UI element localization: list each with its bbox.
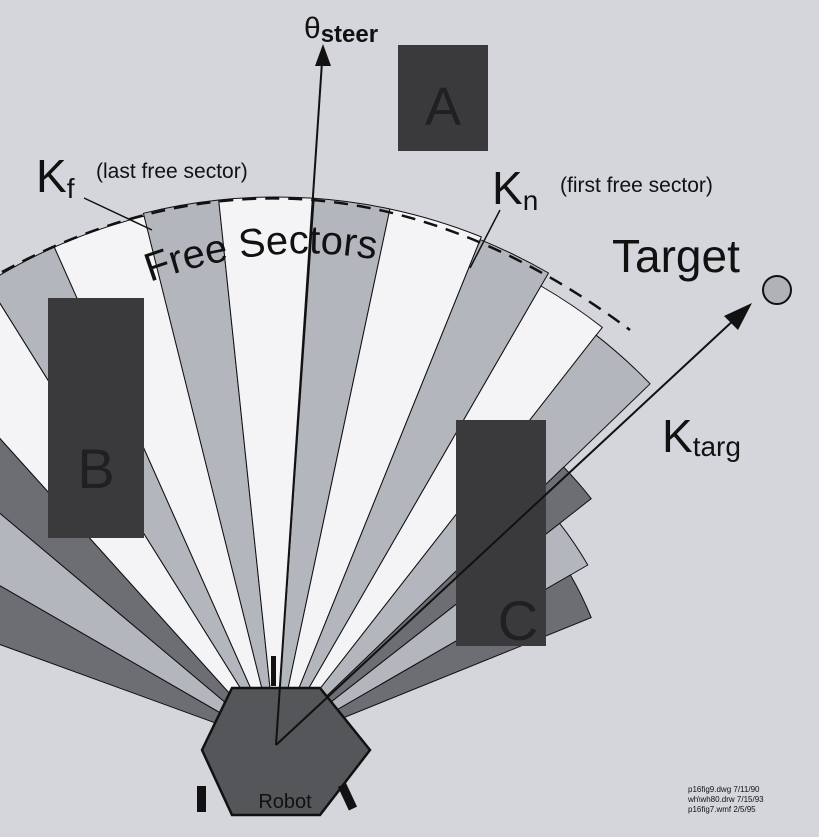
sector-boundary-arc: [1, 197, 631, 332]
steer-arrow-line: [275, 61, 323, 746]
obstacle-b: [48, 298, 144, 538]
file-note-3: p16fig7.wmf 2/5/95: [688, 805, 756, 814]
kf-description: (last free sector): [96, 160, 248, 183]
robot-label: Robot: [258, 791, 312, 813]
theta-steer-label: θsteer: [304, 12, 378, 48]
robot-sensor: [271, 656, 276, 686]
file-note-2: wh\wh80.drw 7/15/93: [687, 795, 764, 804]
obstacle-c-label: C: [498, 589, 538, 652]
obstacle-b-label: B: [77, 437, 114, 500]
kn-label: Kn: [492, 162, 538, 216]
obstacle-a-label: A: [425, 77, 461, 137]
target-arrow-line: [275, 317, 737, 746]
kn-description: (first free sector): [560, 174, 713, 197]
file-note-1: p16fig9.dwg 7/11/90: [688, 785, 760, 794]
ktarg-label: Ktarg: [662, 410, 741, 462]
steer-arrow-head: [315, 44, 331, 66]
sector-11: [275, 239, 550, 746]
target-arrow-head: [724, 303, 752, 330]
obstacle-c: [456, 420, 546, 646]
robot-body: [200, 686, 372, 817]
kf-label: Kf: [36, 150, 75, 204]
target-dot: [762, 275, 792, 305]
kf-pointer: [83, 197, 153, 231]
kn-pointer: [469, 209, 501, 269]
robot-wheel-right: [337, 783, 358, 811]
obstacle-a: [398, 45, 488, 151]
sector-12: [275, 285, 604, 746]
robot-wheel-left: [197, 786, 206, 812]
sector-10: [275, 208, 482, 746]
target-label: Target: [612, 230, 740, 282]
